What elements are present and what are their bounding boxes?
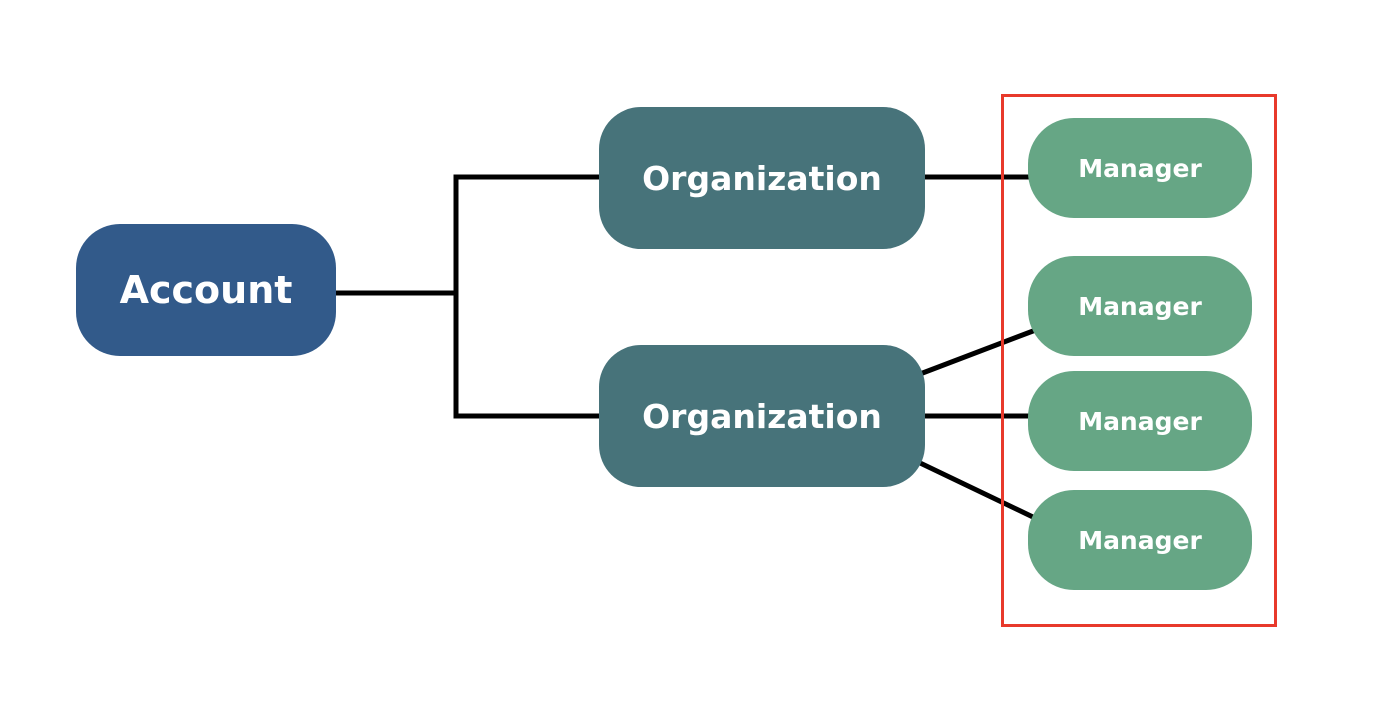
manager-node-1[interactable]: Manager: [1028, 118, 1252, 218]
organization-node-label: Organization: [642, 158, 882, 198]
manager-node-label: Manager: [1078, 153, 1202, 183]
account-node-label: Account: [119, 268, 293, 312]
account-node[interactable]: Account: [76, 224, 336, 356]
organization-node-1[interactable]: Organization: [599, 107, 925, 249]
manager-node-label: Manager: [1078, 525, 1202, 555]
manager-node-label: Manager: [1078, 291, 1202, 321]
managers-highlight-box: [1001, 94, 1277, 627]
manager-node-label: Manager: [1078, 406, 1202, 436]
manager-node-2[interactable]: Manager: [1028, 256, 1252, 356]
organization-node-label: Organization: [642, 396, 882, 436]
manager-node-3[interactable]: Manager: [1028, 371, 1252, 471]
edge-organization-2-manager-2: [916, 327, 1037, 378]
manager-node-4[interactable]: Manager: [1028, 490, 1252, 590]
edge-organization-2-manager-4: [914, 458, 1037, 521]
organization-node-2[interactable]: Organization: [599, 345, 925, 487]
